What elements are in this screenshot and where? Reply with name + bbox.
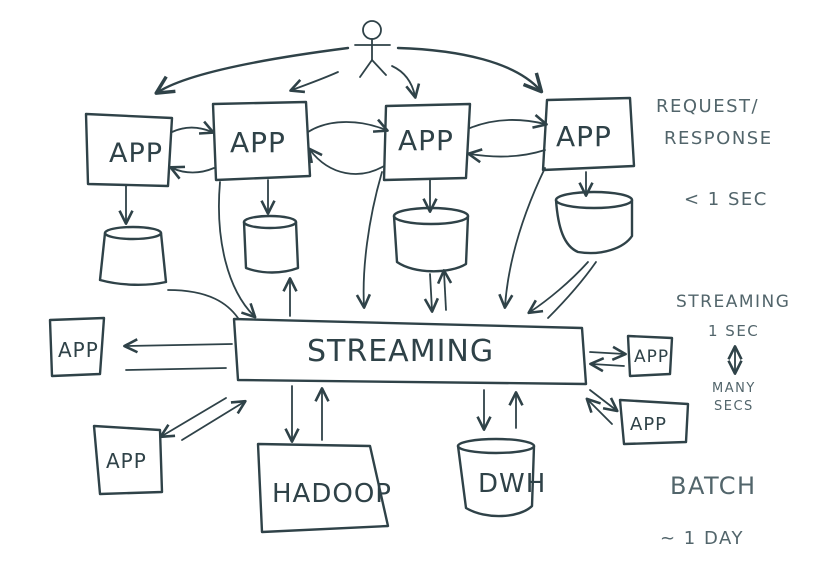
user-to-app1-arrow xyxy=(154,46,350,95)
db1-to-streaming-line xyxy=(167,289,239,319)
app-3-label: APP xyxy=(398,124,454,157)
note-streaming-max-1: MANY xyxy=(712,381,756,396)
app-right-2-to-streaming-arrow xyxy=(585,397,613,425)
app-right-1-to-streaming-arrow xyxy=(589,357,625,373)
app-box-right-1: APP xyxy=(626,334,674,378)
app2-app1-arrow-bottom xyxy=(169,165,215,180)
note-response: RESPONSE xyxy=(664,128,773,149)
app-box-2: APP xyxy=(211,100,312,182)
db4-to-streaming-arrow xyxy=(527,261,589,315)
app-2-label: APP xyxy=(230,126,286,159)
note-batch-title: BATCH xyxy=(670,472,757,500)
app1-app2-arrow-top xyxy=(171,120,215,135)
note-batch-latency: ~ 1 DAY xyxy=(660,528,744,549)
app3-to-streaming-arrow xyxy=(355,171,383,309)
streaming-to-db4-line xyxy=(547,261,597,319)
streaming-to-db3-arrow xyxy=(436,269,453,311)
app2-to-streaming-arrow xyxy=(218,181,257,319)
app-box-lower-left: APP xyxy=(92,424,164,496)
streaming-to-app-right-1-arrow xyxy=(589,345,627,361)
app-right-2-label: APP xyxy=(630,414,667,435)
user-to-app4-arrow xyxy=(396,46,544,94)
note-streaming-min: 1 SEC xyxy=(708,322,759,340)
user-icon xyxy=(354,20,391,78)
app-lower-left-to-streaming-arrow xyxy=(181,399,247,441)
db-cylinder-4 xyxy=(554,190,634,255)
user-to-app3-arrow xyxy=(391,65,421,99)
app-lower-left-label: APP xyxy=(106,449,147,473)
app-4-label: APP xyxy=(556,120,612,153)
note-request: REQUEST/ xyxy=(656,96,759,117)
note-streaming-max-2: SECS xyxy=(714,399,754,414)
streaming-to-app-left-arrow xyxy=(123,338,233,354)
app3-app2-arrow-bottom xyxy=(307,147,385,175)
app2-app3-arrow-top xyxy=(307,118,389,133)
user-to-app2-arrow xyxy=(289,71,339,94)
streaming-hub: STREAMING xyxy=(232,317,588,386)
note-streaming-title: STREAMING xyxy=(676,292,790,312)
streaming-to-app-right-2-arrow xyxy=(589,389,619,413)
db-cylinder-3 xyxy=(392,206,470,273)
app-right-1-label: APP xyxy=(634,347,669,367)
app-box-left: APP xyxy=(48,316,106,378)
app-left-to-streaming-line xyxy=(125,367,227,371)
app-left-label: APP xyxy=(58,338,99,362)
dwh-cylinder: DWH xyxy=(456,437,546,518)
batch-note: BATCH ~ 1 DAY xyxy=(660,472,757,549)
app-box-4: APP xyxy=(541,96,636,172)
db3-to-streaming-arrow xyxy=(423,273,440,313)
app-box-1: APP xyxy=(84,112,174,188)
app4-app3-arrow-bottom xyxy=(467,148,546,164)
hadoop-store: HADOOP xyxy=(256,442,392,534)
app3-app4-arrow-top xyxy=(469,114,548,129)
streaming-note: STREAMING 1 SEC MANY SECS xyxy=(676,292,790,414)
db-cylinder-1 xyxy=(98,225,168,286)
app-box-3: APP xyxy=(382,102,472,182)
app-1-label: APP xyxy=(109,138,163,169)
db-cylinder-2 xyxy=(242,214,300,274)
streaming-label: STREAMING xyxy=(307,334,494,369)
app-box-right-2: APP xyxy=(618,398,690,446)
hadoop-label: HADOOP xyxy=(272,479,392,509)
note-request-latency: < 1 SEC xyxy=(684,189,768,210)
app4-to-streaming-arrow xyxy=(498,167,546,309)
streaming-to-app-lower-left-arrow xyxy=(159,397,227,439)
request-response-note: REQUEST/ RESPONSE < 1 SEC xyxy=(656,96,773,210)
dwh-label: DWH xyxy=(478,469,546,499)
